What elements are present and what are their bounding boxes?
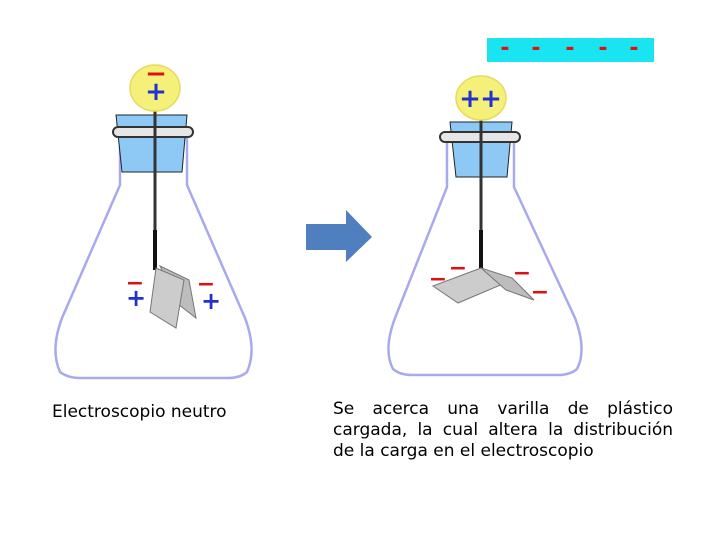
right-knob-charge-positive-1: +: [459, 84, 481, 114]
left-leaf-charge-negative-2: −: [197, 272, 215, 297]
right-leaf-right: [480, 267, 535, 301]
right-electroscope: - - - - - + + − − − −: [387, 36, 654, 377]
caption-neutral-electroscope: Electroscopio neutro: [52, 402, 227, 422]
rod-charge-4: -: [598, 36, 607, 61]
rod-charge-1: -: [500, 36, 509, 61]
charged-rod: [487, 38, 654, 62]
right-leaf-charge-2: −: [449, 256, 467, 281]
caption-charged-rod-explanation: Se acerca una varilla de plástico cargad…: [333, 399, 673, 462]
arrow-right: [306, 210, 372, 262]
right-leaf-charge-1: −: [429, 267, 447, 292]
left-knob-charge-negative: −: [145, 59, 167, 89]
left-stopper: [115, 114, 188, 173]
rod-charge-3: -: [565, 36, 574, 61]
rod-charge-2: -: [531, 36, 540, 61]
left-knob-charge-positive: +: [145, 77, 167, 107]
caption-line-3: de la carga en el electroscopio: [333, 441, 594, 461]
right-knob: [455, 75, 507, 121]
left-leaf-charge-positive-2: +: [201, 287, 221, 315]
left-knob: [129, 64, 181, 112]
right-flask: [387, 133, 583, 377]
right-leaf-charge-4: −: [531, 280, 549, 305]
right-knob-charge-positive-2: +: [480, 84, 502, 114]
left-leaf-charge-positive-1: +: [126, 284, 146, 312]
left-flask: [54, 130, 253, 380]
left-collar: [112, 126, 194, 138]
rod-charge-5: -: [629, 36, 638, 61]
caption-line-1: Se acerca una varilla de plástico: [333, 399, 673, 419]
left-leaf-charge-negative-1: −: [126, 271, 144, 296]
left-leaf-front: [149, 267, 185, 329]
caption-line-2: cargada, la cual altera la distribución: [333, 420, 673, 440]
right-leaf-charge-3: −: [513, 261, 531, 286]
left-electroscope: − + − + − +: [54, 59, 253, 380]
